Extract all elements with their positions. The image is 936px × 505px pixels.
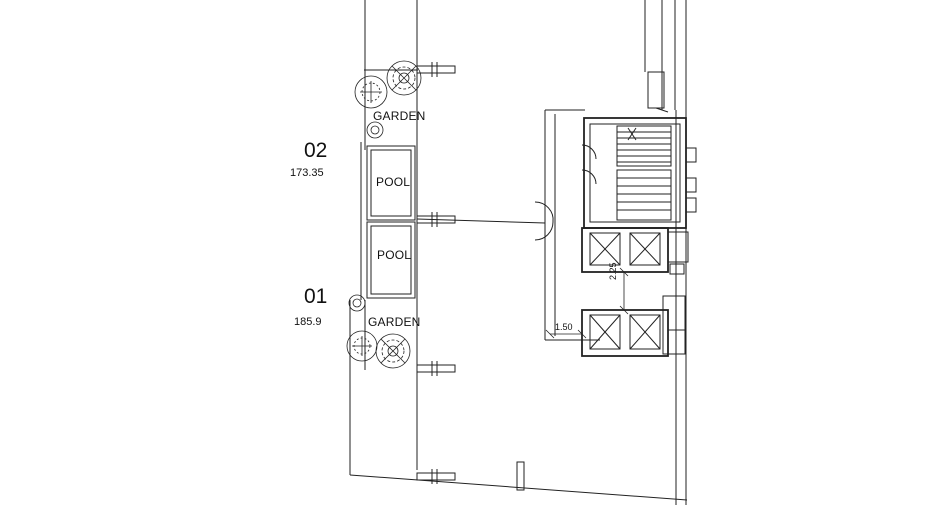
- tree-icon: [375, 333, 411, 369]
- room-label-garden-bottom: GARDEN: [368, 315, 421, 329]
- unit-number-02: 02: [304, 139, 328, 162]
- partition-lines: [349, 109, 688, 501]
- tree-icon: [386, 60, 422, 96]
- stair-core: [581, 117, 697, 229]
- dimension-label-corridor: 1.50: [555, 322, 573, 332]
- wall-stubs: [416, 62, 525, 491]
- unit-area-01: 185.9: [294, 316, 322, 328]
- unit-number-01: 01: [304, 285, 328, 308]
- room-label-pool-bottom: POOL: [377, 248, 412, 262]
- dimension-lines: [545, 267, 629, 339]
- lift-core-upper: [581, 227, 689, 275]
- pool-top: [366, 145, 416, 221]
- balcony-strip: [349, 0, 418, 475]
- tree-icon: [366, 121, 384, 139]
- right-boundary: [644, 0, 687, 505]
- unit-area-02: 173.35: [290, 167, 324, 179]
- tree-icon: [354, 75, 388, 109]
- room-label-pool-top: POOL: [376, 175, 411, 189]
- pool-bottom: [366, 221, 416, 299]
- room-label-garden-top: GARDEN: [373, 109, 426, 123]
- lift-core-lower: [581, 295, 686, 357]
- tree-icon: [346, 330, 378, 362]
- dimension-label-lift-gap: 2.25: [608, 262, 618, 280]
- tree-icon: [348, 294, 366, 312]
- tree-icon-group: [346, 60, 422, 369]
